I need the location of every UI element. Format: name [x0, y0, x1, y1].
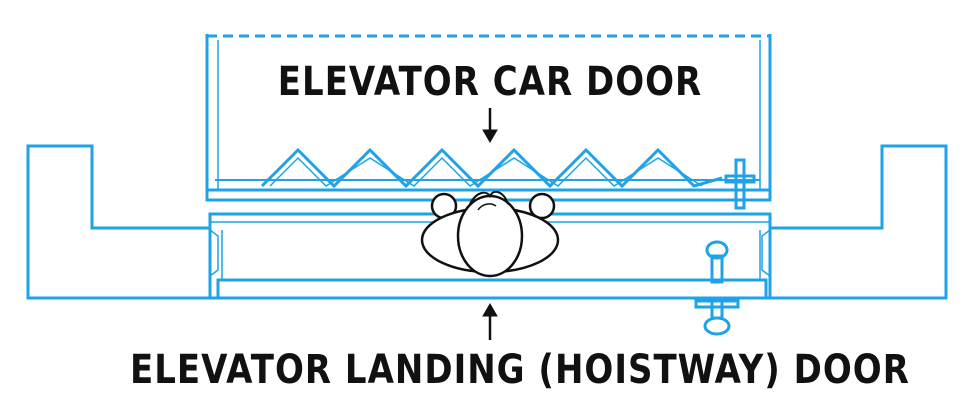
landing-door-panel [216, 278, 768, 300]
car-door-folding-inner [269, 156, 703, 187]
right-wall [770, 144, 948, 300]
car-door-folding-outer [260, 147, 723, 189]
landing-door-knob-bottom [703, 316, 731, 336]
arrow-down-icon [482, 108, 498, 143]
arrow-up-icon [482, 303, 498, 340]
person-head [456, 194, 524, 278]
left-wall [26, 144, 210, 300]
landing-door-label: ELEVATOR LANDING (HOISTWAY) DOOR [130, 346, 910, 394]
person-top-view-icon [420, 190, 560, 278]
car-door-label: ELEVATOR CAR DOOR [277, 58, 703, 106]
car-door-handle [734, 158, 746, 210]
landing-door-knob-top [705, 240, 729, 260]
